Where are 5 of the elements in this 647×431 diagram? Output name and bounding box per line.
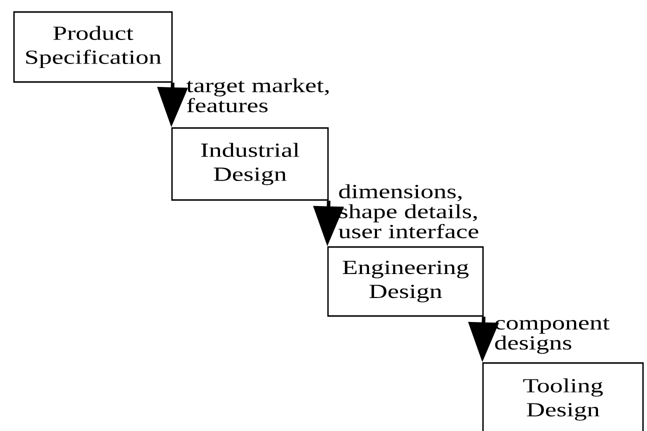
process-box: Product Specification <box>13 11 173 83</box>
process-box: Industrial Design <box>171 127 329 201</box>
process-box: Engineering Design <box>327 246 484 317</box>
process-box: Tooling Design <box>482 362 644 431</box>
edge-label: target market, features <box>186 78 329 112</box>
